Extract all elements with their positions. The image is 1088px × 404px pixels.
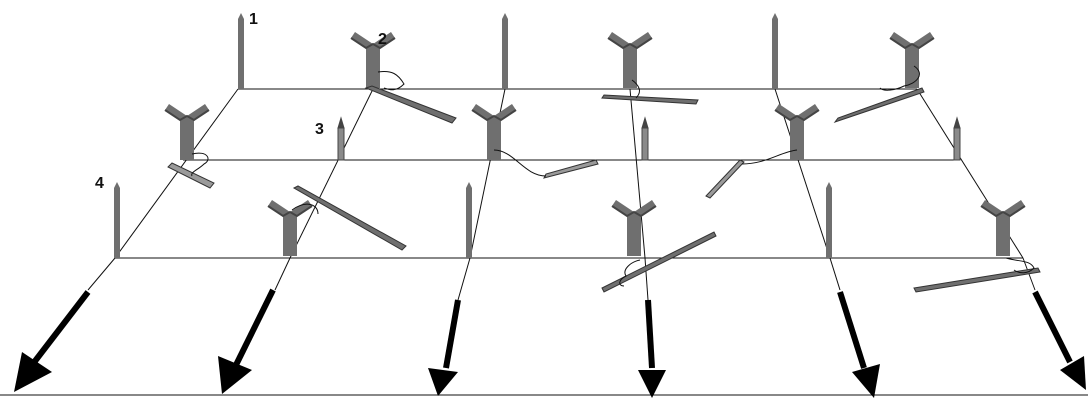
stake-icon <box>502 13 508 89</box>
forked-sticks <box>164 31 1026 257</box>
direction-arrow-icon <box>638 299 666 398</box>
pen-icon <box>833 87 925 123</box>
grid-lines <box>0 88 1088 396</box>
direction-arrow-icon <box>14 290 91 392</box>
direction-arrow-icon <box>428 299 461 396</box>
pen-icon <box>337 116 345 161</box>
pen-icon <box>167 162 215 189</box>
forked-stick-icon <box>350 31 396 89</box>
forked-stick-icon <box>889 31 935 89</box>
pen-icon <box>953 116 961 161</box>
pen-icon <box>364 85 457 124</box>
pen-icon <box>601 94 699 105</box>
stake-icon <box>114 182 120 258</box>
lying-pens <box>167 85 1041 293</box>
forked-stick-icon <box>611 199 657 257</box>
stake-icon <box>826 182 832 258</box>
pen-icon <box>641 116 649 161</box>
forked-stick-icon <box>980 199 1026 257</box>
pen-icon <box>292 185 407 251</box>
forked-stick-icon <box>471 103 517 161</box>
direction-arrows <box>14 288 1086 398</box>
number-labels: 1 2 3 4 <box>95 11 387 192</box>
pen-icon <box>601 231 717 293</box>
pen-icon <box>543 159 599 179</box>
forked-stick-icon <box>774 103 820 161</box>
stake-icon <box>772 13 778 89</box>
label-2: 2 <box>378 31 387 48</box>
direction-arrow-icon <box>218 288 276 394</box>
strings <box>191 65 1035 287</box>
forked-stick-icon <box>267 199 313 257</box>
label-4: 4 <box>95 175 104 192</box>
stake-icon <box>238 13 244 89</box>
pen-icon <box>705 159 745 199</box>
label-3: 3 <box>315 121 324 138</box>
direction-arrow-icon <box>1032 290 1086 390</box>
stake-icon <box>466 182 472 258</box>
stakes <box>114 13 832 258</box>
label-1: 1 <box>249 11 258 28</box>
pen-icon <box>913 267 1041 293</box>
forked-stick-icon <box>607 31 653 89</box>
forked-stick-icon <box>164 103 210 161</box>
direction-arrow-icon <box>837 291 880 398</box>
upright-pens <box>337 116 961 161</box>
